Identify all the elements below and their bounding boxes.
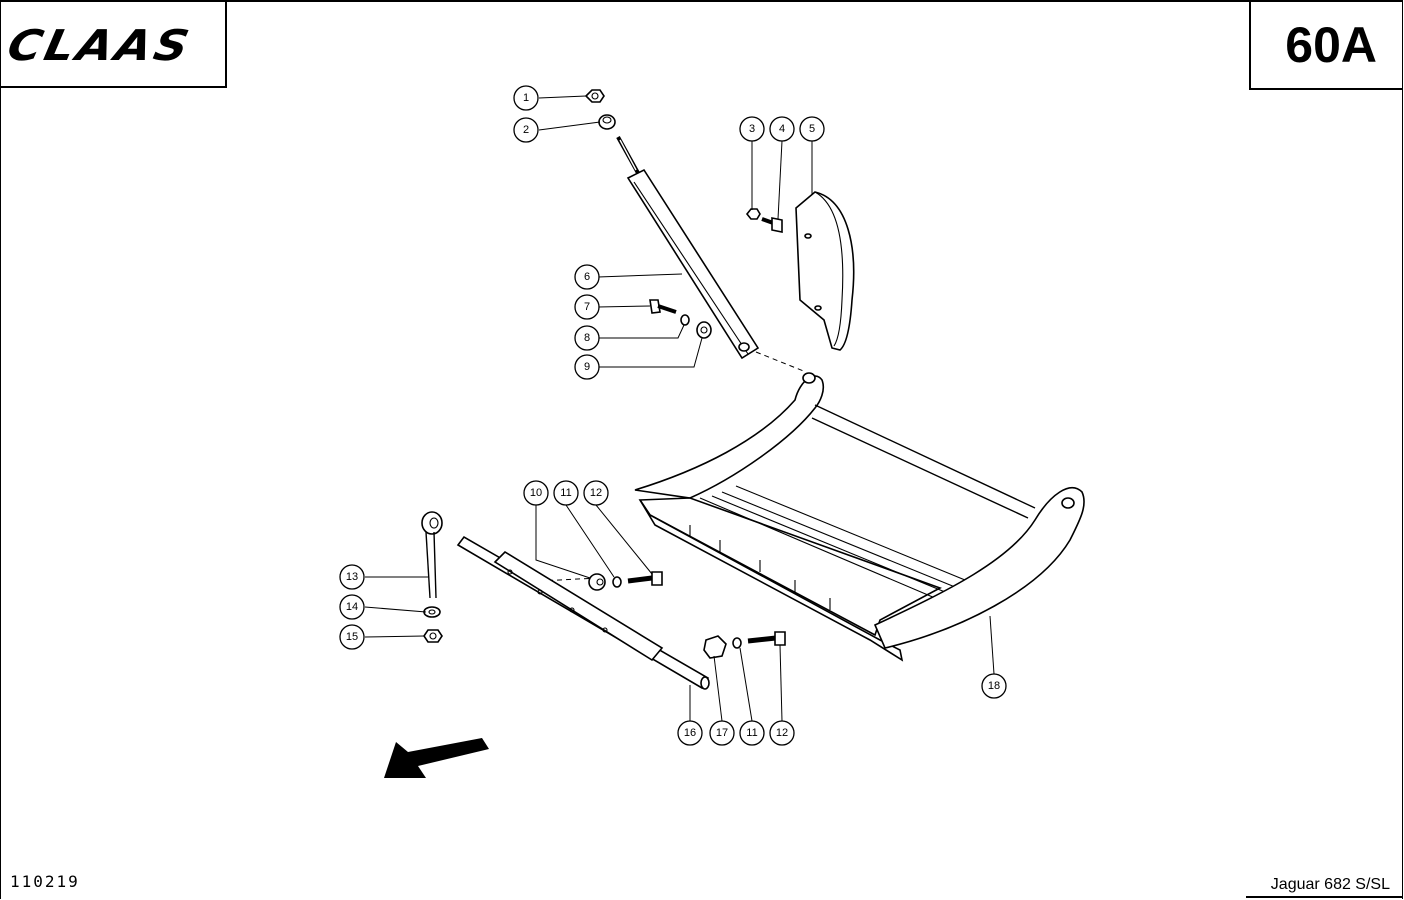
part-nut-top (584, 89, 605, 103)
svg-text:3: 3 (749, 123, 755, 135)
callout-8: 8 (574, 325, 600, 351)
svg-text:17: 17 (716, 727, 728, 739)
part-bushing-lower (703, 635, 727, 659)
part-spacer-top (598, 114, 616, 130)
callout-14: 14 (339, 594, 365, 620)
svg-text:14: 14 (346, 601, 358, 613)
callout-12-upper: 12 (583, 480, 609, 506)
part-washer-eye (423, 606, 441, 618)
svg-text:1: 1 (523, 92, 529, 104)
svg-text:15: 15 (346, 631, 358, 643)
callout-4: 4 (769, 116, 795, 142)
svg-text:2: 2 (523, 124, 529, 136)
part-deflector-tray (634, 372, 1085, 662)
svg-text:18: 18 (988, 680, 1000, 692)
svg-text:10: 10 (530, 487, 542, 499)
callout-7: 7 (574, 294, 600, 320)
svg-text:13: 13 (346, 571, 358, 583)
part-eye-bolt (421, 511, 443, 599)
footer-rule (1246, 896, 1402, 898)
page-number-box: 60A (1249, 2, 1403, 90)
callout-15: 15 (339, 624, 365, 650)
callout-3: 3 (739, 116, 765, 142)
part-bushing-upper (588, 573, 606, 591)
callout-18: 18 (981, 673, 1007, 699)
travel-direction-arrow-icon (384, 738, 489, 778)
part-bolt-lower (747, 631, 786, 646)
callout-12-lower: 12 (769, 720, 795, 746)
drawing-number: 110219 (10, 872, 80, 891)
svg-text:12: 12 (590, 487, 602, 499)
part-nut-bracket (745, 208, 761, 220)
callout-6: 6 (574, 264, 600, 290)
callout-11-lower: 11 (739, 720, 765, 746)
model-designation: Jaguar 682 S/SL (1270, 876, 1390, 893)
svg-text:9: 9 (584, 361, 590, 373)
leader-lines (364, 95, 995, 722)
logo-box: CLAAS (1, 2, 227, 88)
part-bolt-strut (649, 299, 677, 314)
svg-text:11: 11 (560, 487, 571, 499)
part-washer-upper (612, 576, 622, 588)
part-bolt-upper (627, 571, 663, 586)
part-washer-strut (680, 314, 690, 326)
callout-16: 16 (677, 720, 703, 746)
part-tube (456, 535, 710, 690)
part-side-plate (795, 191, 855, 351)
svg-text:11: 11 (746, 727, 757, 739)
callout-1: 1 (513, 85, 539, 111)
callout-17: 17 (709, 720, 735, 746)
callout-9: 9 (574, 354, 600, 380)
svg-text:16: 16 (684, 727, 696, 739)
part-strut (616, 136, 760, 360)
callout-5: 5 (799, 116, 825, 142)
part-nut-eye (423, 629, 443, 643)
svg-text:6: 6 (584, 271, 590, 283)
callout-10: 10 (523, 480, 549, 506)
svg-text:4: 4 (779, 123, 785, 135)
svg-text:8: 8 (584, 332, 590, 344)
part-bolt-bracket (761, 217, 783, 233)
svg-text:7: 7 (584, 301, 590, 313)
part-washer-lower (732, 637, 742, 649)
svg-text:12: 12 (776, 727, 788, 739)
callout-13: 13 (339, 564, 365, 590)
callout-11-upper: 11 (553, 480, 579, 506)
page-number: 60A (1285, 17, 1377, 73)
assembly-line-strut (755, 351, 807, 373)
part-bushing-strut (696, 321, 712, 339)
callout-2: 2 (513, 117, 539, 143)
svg-text:5: 5 (809, 123, 815, 135)
